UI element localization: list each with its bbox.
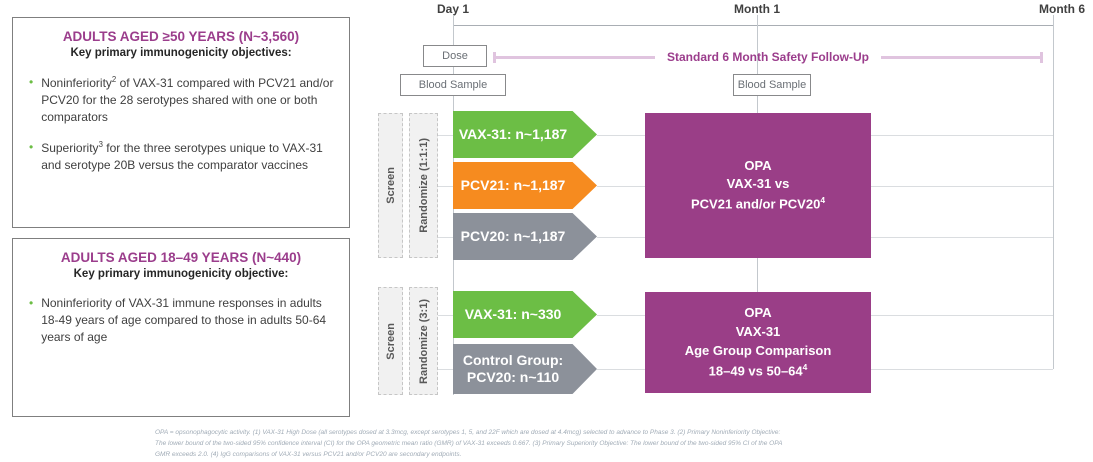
arm-label: PCV20: n~1,187 (460, 227, 566, 244)
arm-arrow: VAX-31: n~1,187 (453, 111, 597, 158)
outcome-line: 18–49 vs 50–644 (708, 361, 808, 378)
bullet-marker: • (29, 140, 34, 155)
screen-label: Screen (384, 322, 397, 360)
timeline-label-day1: Day 1 (436, 2, 470, 16)
objectives-list-1: • Noninferiority2 of VAX-31 compared with… (13, 74, 349, 174)
bullet-marker: • (29, 75, 34, 89)
connector-line (871, 185, 1053, 187)
objectives-box-50plus: ADULTS AGED ≥50 YEARS (N~3,560) Key prim… (12, 17, 350, 228)
randomize-box: Randomize (3:1) (409, 287, 438, 395)
connector-line (438, 185, 453, 187)
arm-arrow: PCV20: n~1,187 (453, 213, 597, 260)
safety-bar-left-cap (493, 51, 496, 63)
footnote-line: GMR exceeds 2.0. (4) IgG comparisons of … (155, 450, 462, 458)
connector-line (438, 369, 453, 370)
randomize-box: Randomize (1:1:1) (409, 113, 438, 258)
outcome-line: VAX-31 (735, 323, 781, 339)
objectives-list-2: • Noninferiority of VAX-31 immune respons… (13, 295, 349, 346)
outcome-line: OPA (744, 305, 772, 321)
connector-line (597, 134, 645, 136)
bullet-item: • Superiority3 for the three serotypes un… (29, 139, 337, 174)
connector-line (871, 134, 1053, 136)
arm-label: VAX-31: n~1,187 (458, 125, 568, 142)
bullet-marker: • (29, 296, 34, 310)
objectives-title-50plus: ADULTS AGED ≥50 YEARS (N~3,560) (62, 29, 300, 44)
objectives-subtitle-18-49: Key primary immunogenicity objective: (73, 268, 289, 280)
screen-box: Screen (378, 113, 403, 258)
arm-label: PCV20: n~110 (466, 369, 560, 385)
connector-line (597, 314, 645, 316)
bullet-text: Superiority3 for the three serotypes uni… (41, 140, 323, 173)
connector-line (438, 134, 453, 136)
safety-bar-right-segment (881, 55, 1041, 59)
randomize-label: Randomize (3:1) (417, 298, 430, 384)
safety-bar-left-segment (496, 55, 655, 59)
arm-arrow: PCV21: n~1,187 (453, 162, 597, 209)
timeline-axis-line (453, 25, 1053, 26)
arm-arrow: VAX-31: n~330 (453, 291, 597, 338)
footnote-line: The lower bound of the two-sided 95% con… (155, 439, 783, 447)
objectives-title-18-49: ADULTS AGED 18–49 YEARS (N~440) (60, 250, 302, 265)
arm-label: Control Group: (462, 351, 564, 368)
outcome-line: PCV21 and/or PCV204 (690, 195, 826, 212)
outcome-line: VAX-31 vs (726, 176, 790, 192)
blood-sample-box-day1: Blood Sample (400, 74, 506, 96)
connector-line (438, 236, 453, 238)
screen-box: Screen (378, 287, 403, 395)
objectives-subtitle-50plus: Key primary immunogenicity objectives: (70, 47, 292, 59)
connector-line (871, 236, 1053, 238)
bullet-text: Noninferiority of VAX-31 immune response… (41, 296, 327, 345)
objectives-box-18-49: ADULTS AGED 18–49 YEARS (N~440) Key prim… (12, 238, 350, 417)
gridline-month6 (1053, 15, 1054, 369)
safety-bar-right-cap (1040, 51, 1044, 63)
footnote: OPA = opsonophagocytic activity. (1) VAX… (155, 428, 915, 460)
arm-label: PCV21: n~1,187 (460, 176, 566, 193)
footnote-line: OPA = opsonophagocytic activity. (1) VAX… (155, 429, 781, 436)
outcome-box: OPA VAX-31 vs PCV21 and/or PCV204 (645, 113, 871, 258)
connector-line (597, 236, 645, 238)
connector-line (438, 314, 453, 316)
bullet-text: Noninferiority2 of VAX-31 compared with … (41, 75, 334, 125)
safety-followup-label: Standard 6 Month Safety Follow-Up (667, 50, 870, 64)
dose-box: Dose (423, 45, 487, 67)
bullet-item: • Noninferiority2 of VAX-31 compared with… (29, 74, 337, 126)
arm-label: VAX-31: n~330 (464, 305, 562, 322)
timeline-label-month1: Month 1 (734, 2, 780, 16)
safety-followup-bar: Standard 6 Month Safety Follow-Up (493, 50, 1044, 64)
outcome-line: Age Group Comparison (684, 342, 832, 358)
connector-line (871, 369, 1053, 370)
blood-sample-box-month1: Blood Sample (733, 74, 811, 96)
randomize-label: Randomize (1:1:1) (417, 138, 430, 233)
connector-line (871, 314, 1053, 316)
screen-label: Screen (384, 167, 397, 204)
timeline-label-month6: Month 6 (1039, 2, 1085, 16)
bullet-item: • Noninferiority of VAX-31 immune respons… (29, 295, 337, 346)
outcome-line: OPA (744, 157, 772, 173)
connector-line (597, 185, 645, 187)
arm-arrow: Control Group:PCV20: n~110 (453, 344, 597, 394)
connector-line (597, 369, 645, 370)
